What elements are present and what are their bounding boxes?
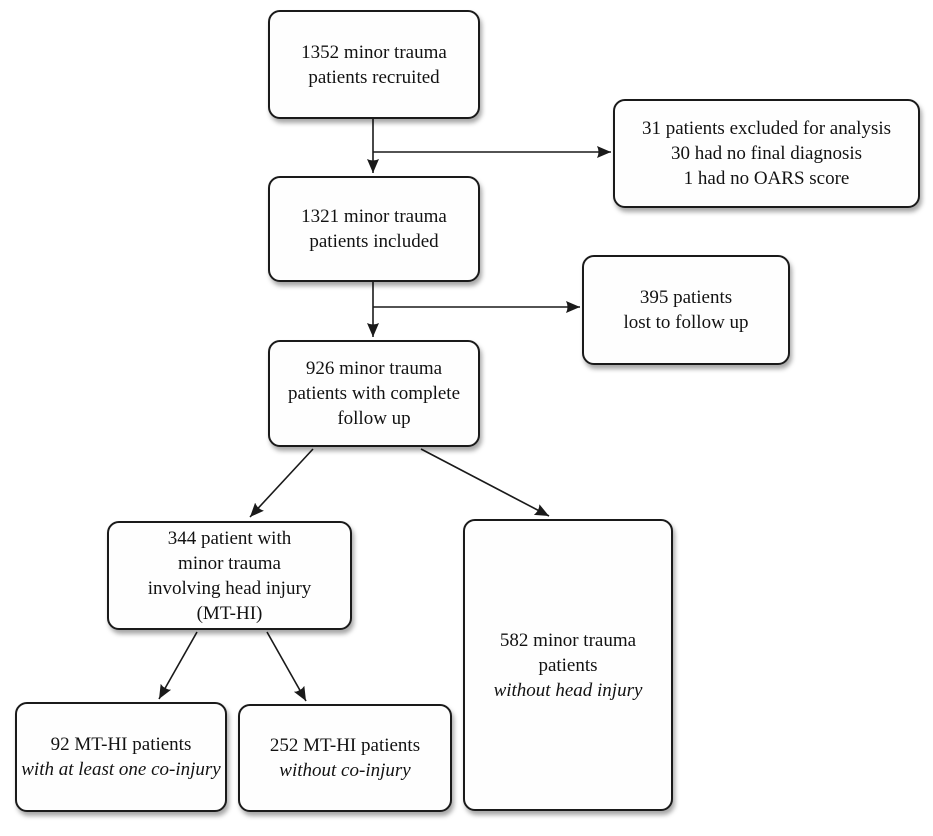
box-recruited: 1352 minor trauma patients recruited — [268, 10, 480, 119]
box-excluded-line-1: 31 patients excluded for analysis — [641, 118, 892, 139]
box-complete-follow-up-line-1: 926 minor trauma — [305, 358, 443, 379]
arrow-complete-to-mt-hi — [249, 448, 314, 518]
box-complete-follow-up: 926 minor trauma patients with complete … — [268, 340, 480, 447]
box-with-co-injury-line-2: with at least one co-injury — [21, 759, 221, 780]
box-complete-follow-up-line-3: follow up — [337, 408, 411, 429]
arrow-mt-hi-to-without-co-injury — [266, 631, 307, 702]
box-without-head-injury-line-1: 582 minor trauma — [499, 629, 637, 651]
box-lost-follow-up: 395 patients lost to follow up — [582, 255, 790, 365]
box-mt-hi-line-2: minor trauma — [178, 552, 281, 574]
box-without-co-injury: 252 MT-HI patients without co-injury — [238, 704, 452, 812]
box-included: 1321 minor trauma patients included — [268, 176, 480, 282]
box-with-co-injury-line-1: 92 MT-HI patients — [50, 734, 192, 755]
box-mt-hi-line-4: (MT-HI) — [196, 602, 263, 624]
arrow-mt-hi-to-with-co-injury — [158, 631, 198, 700]
box-mt-hi: 344 patient with minor trauma involving … — [107, 521, 352, 630]
box-complete-follow-up-line-2: patients with complete — [287, 383, 460, 404]
box-mt-hi-line-3: involving head injury — [147, 577, 312, 599]
box-without-co-injury-line-1: 252 MT-HI patients — [269, 735, 421, 756]
box-lost-follow-up-line-1: 395 patients — [639, 287, 733, 308]
box-with-co-injury: 92 MT-HI patients with at least one co-i… — [15, 702, 227, 812]
box-without-head-injury: 582 minor trauma patients without head i… — [463, 519, 673, 811]
box-lost-follow-up-line-2: lost to follow up — [623, 312, 749, 333]
box-mt-hi-line-1: 344 patient with — [167, 527, 292, 549]
box-excluded: 31 patients excluded for analysis 30 had… — [613, 99, 920, 208]
box-without-head-injury-line-3: without head injury — [493, 679, 643, 701]
box-included-line-1: 1321 minor trauma — [301, 206, 447, 227]
box-recruited-line-2: patients recruited — [308, 66, 440, 88]
box-excluded-line-3: 1 had no OARS score — [683, 168, 850, 189]
box-recruited-line-1: 1352 minor trauma — [301, 41, 447, 63]
box-without-head-injury-line-2: patients — [538, 654, 598, 676]
arrow-complete-to-without-head-injury — [420, 448, 550, 517]
box-without-co-injury-line-2: without co-injury — [279, 760, 411, 781]
box-included-line-2: patients included — [309, 231, 439, 252]
box-excluded-line-2: 30 had no final diagnosis — [670, 143, 863, 164]
